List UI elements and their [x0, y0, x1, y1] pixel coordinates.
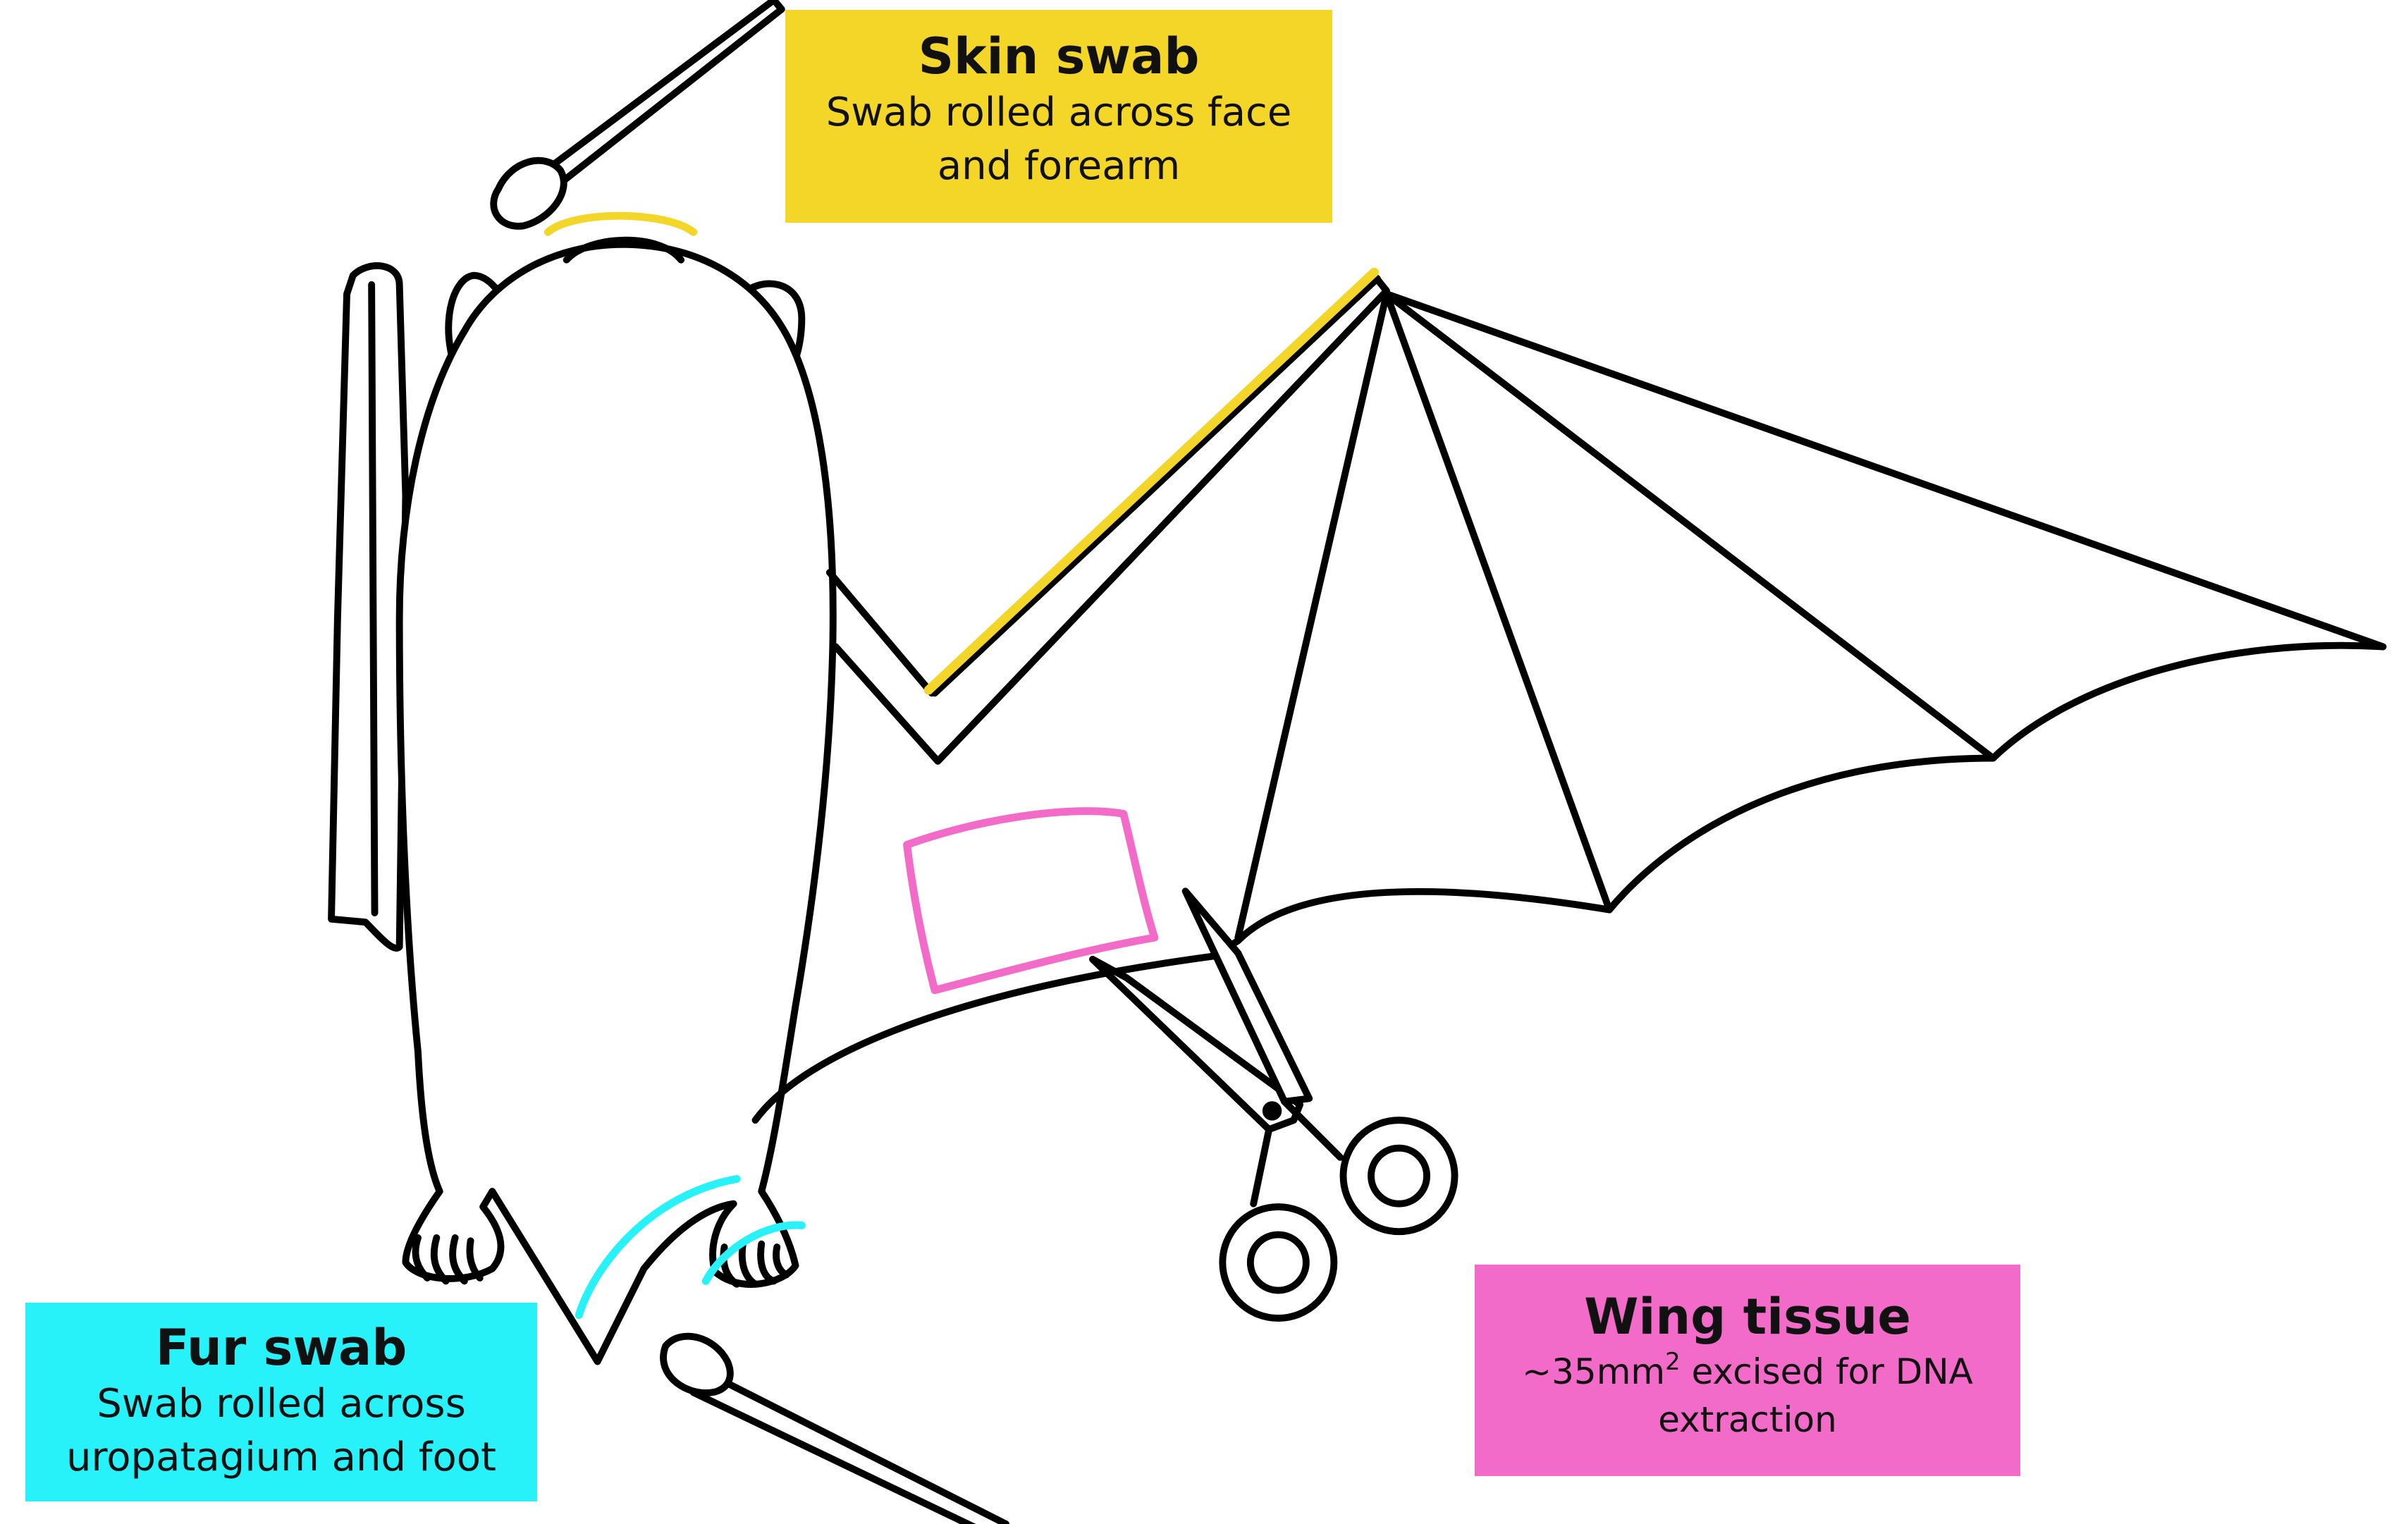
- skin-swab-head-marker: [543, 211, 698, 236]
- right-foot: [720, 1240, 790, 1288]
- wing-tissue-unit-exponent: 2: [1665, 1348, 1681, 1376]
- top-cotton-swab-icon: [490, 0, 785, 230]
- bottom-cotton-swab-icon: [660, 1332, 1009, 1524]
- head-top: [563, 236, 685, 264]
- wing-tissue-method: excised for DNA extraction: [1658, 1351, 1973, 1440]
- fur-swab-uropatagium-marker: [575, 1175, 741, 1320]
- fur-swab-foot-marker: [701, 1221, 806, 1285]
- left-wing-bone: [368, 281, 379, 916]
- left-folded-wing: [328, 262, 410, 952]
- scissors-icon: [1089, 887, 1458, 1322]
- fur-swab-description: Swab rolled across uropatagium and foot: [66, 1381, 496, 1480]
- wing-membrane: [751, 290, 2387, 1124]
- fur-swab-label-box: Fur swab Swab rolled across uropatagium …: [25, 1303, 537, 1501]
- wing-tissue-amount: ~35mm: [1522, 1351, 1666, 1392]
- wing-tissue-label-box: Wing tissue ~35mm2 excised for DNA extra…: [1475, 1265, 2020, 1476]
- wing-tissue-title: Wing tissue: [1584, 1288, 1911, 1346]
- right-arm: [825, 271, 1390, 765]
- skin-swab-label-box: Skin swab Swab rolled across face and fo…: [785, 10, 1332, 223]
- skin-swab-description: Swab rolled across face and forearm: [825, 90, 1292, 189]
- left-foot: [412, 1234, 484, 1285]
- fur-swab-title: Fur swab: [155, 1319, 407, 1377]
- forearm-line: [931, 275, 1381, 697]
- skin-swab-forearm-marker: [923, 267, 1380, 695]
- wing-tissue-description: ~35mm2 excised for DNA extraction: [1475, 1348, 2020, 1444]
- wing-fingers: [1234, 290, 2387, 942]
- wing-tissue-sample-marker: [903, 807, 1159, 995]
- skin-swab-title: Skin swab: [918, 27, 1200, 85]
- bat-body: [395, 240, 837, 1365]
